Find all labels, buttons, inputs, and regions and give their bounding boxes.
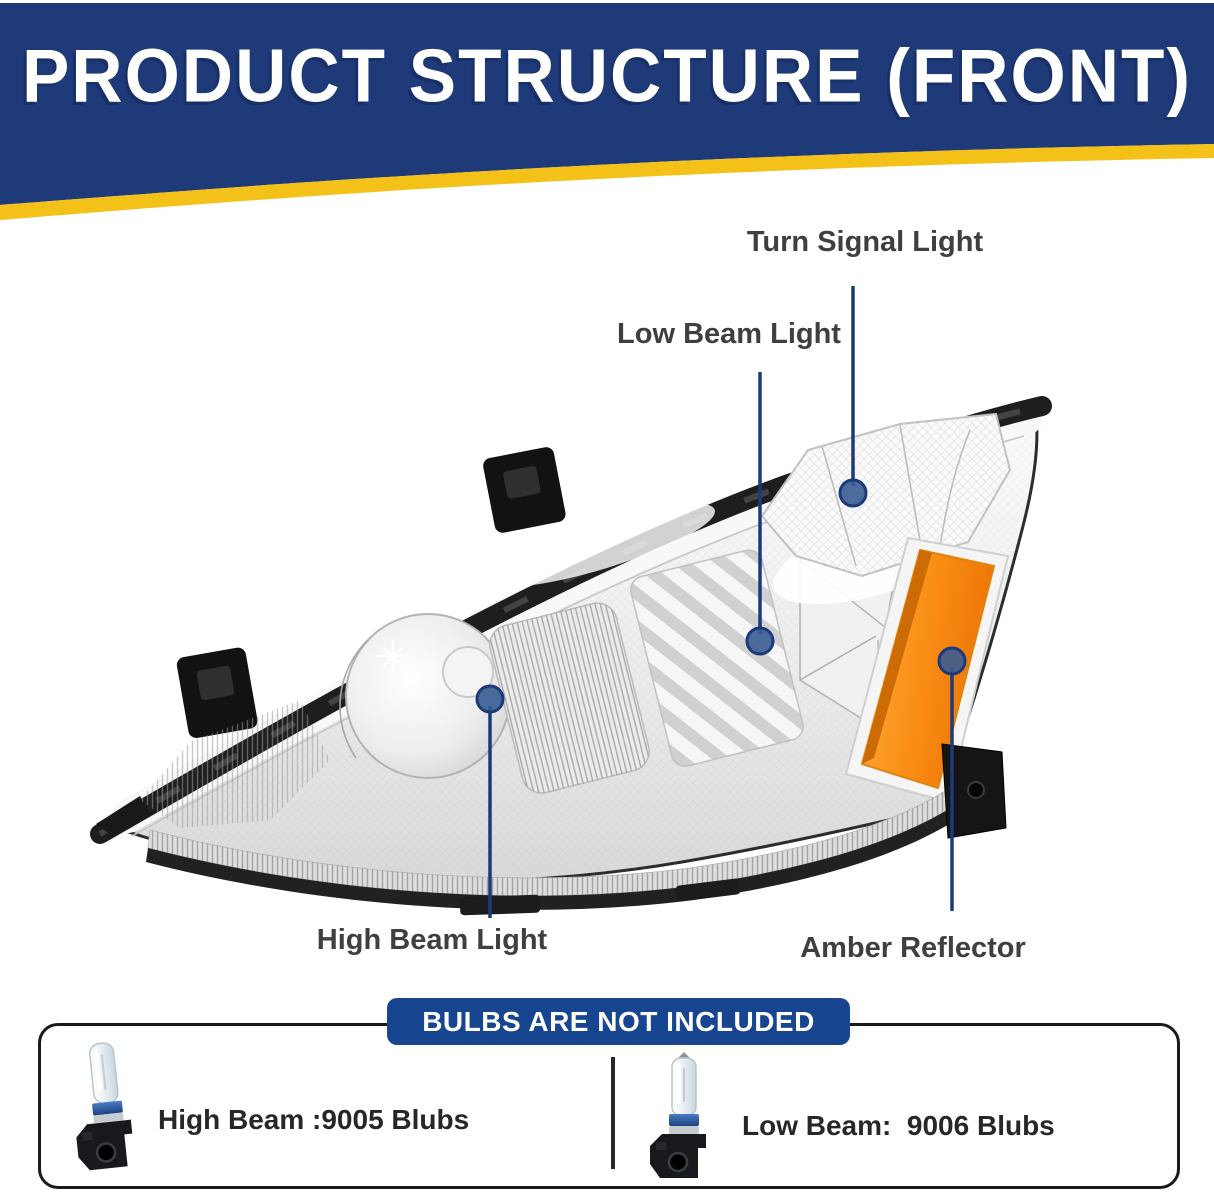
callout-dot-high-beam bbox=[475, 684, 505, 714]
label-turn-signal-light: Turn Signal Light bbox=[746, 226, 984, 258]
callout-dot-turn-signal bbox=[838, 478, 868, 508]
bulbs-info-box bbox=[38, 1023, 1180, 1189]
bulbs-not-included-badge: BULBS ARE NOT INCLUDED bbox=[387, 998, 850, 1045]
top-mounting-flange bbox=[90, 396, 1052, 844]
bulbs-box-divider bbox=[611, 1057, 615, 1169]
high-beam-chamber bbox=[140, 613, 511, 828]
mounting-tab-left bbox=[176, 647, 258, 738]
halogen-bulb-icon bbox=[76, 1042, 133, 1171]
mounting-tab-middle bbox=[483, 447, 566, 533]
turn-signal-lens bbox=[760, 412, 1012, 578]
label-high-beam-light: High Beam Light bbox=[316, 924, 548, 956]
callout-dot-amber-reflector bbox=[937, 646, 967, 676]
page-title: PRODUCT STRUCTURE (FRONT) bbox=[21, 34, 1193, 118]
bottom-trim bbox=[146, 787, 956, 916]
banner-yellow-stripe bbox=[0, 144, 1214, 220]
lens-facets bbox=[799, 519, 961, 732]
chrome-brow bbox=[111, 401, 1043, 833]
label-low-beam-light: Low Beam Light bbox=[617, 318, 841, 350]
headlight-body bbox=[90, 396, 1052, 916]
fluted-optic bbox=[489, 602, 650, 794]
side-bracket bbox=[941, 743, 1007, 839]
callout-dot-low-beam bbox=[745, 626, 775, 656]
high-beam-bulb-spec: High Beam :9005 Blubs bbox=[158, 1104, 470, 1135]
label-amber-reflector: Amber Reflector bbox=[800, 932, 1026, 964]
halogen-bulb-icon bbox=[650, 1052, 706, 1178]
low-beam-bulb-spec: Low Beam: 9006 Blubs bbox=[742, 1110, 1055, 1141]
low-beam-chamber bbox=[630, 549, 804, 767]
amber-reflector-part bbox=[844, 536, 1010, 804]
callout-pointers bbox=[475, 286, 967, 918]
